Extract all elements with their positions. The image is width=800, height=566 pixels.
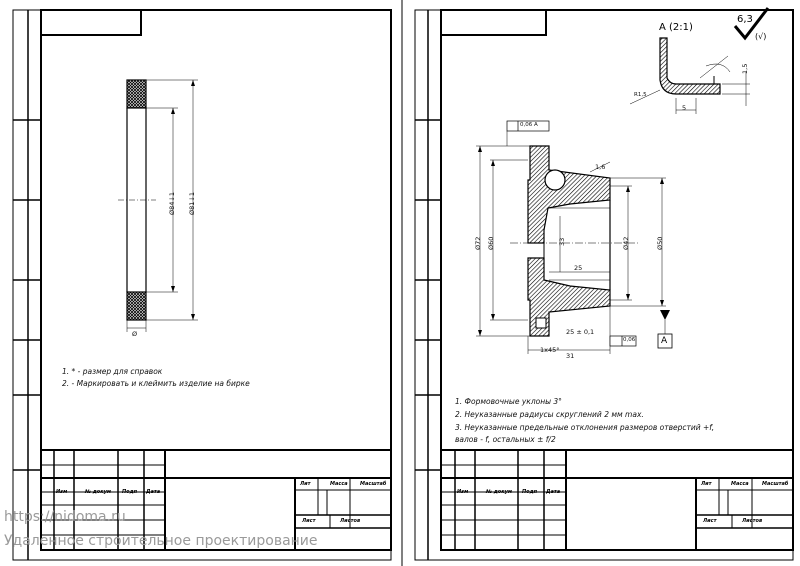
dim-tolerance: 0,06 xyxy=(623,337,636,343)
roughness-suffix: (√) xyxy=(755,32,767,41)
detail-dim-15: 1,5 xyxy=(741,63,749,74)
left-tb-scale: Масштаб xyxy=(360,481,387,487)
dim-31: 31 xyxy=(566,352,575,360)
flange-part xyxy=(476,120,673,354)
right-note-1: 1. Формовочные уклоны 3° xyxy=(455,397,562,406)
datum-label: A xyxy=(661,336,668,346)
dim-25: 25 xyxy=(574,264,583,272)
right-tb-doc: № докум xyxy=(486,489,512,495)
watermark-tagline: Удаленное строительное проектирование xyxy=(4,533,318,549)
left-dim-outer: Ø81↓1 xyxy=(188,192,196,215)
left-tb-izm: Изм xyxy=(56,489,68,495)
dim-d50: Ø50 xyxy=(656,236,664,250)
dim-25-tol: 25 ± 0,1 xyxy=(566,328,595,336)
detail-dim-r: R1,5 xyxy=(634,92,647,98)
right-tb-lit: Лит xyxy=(701,481,712,487)
dim-d60: Ø60 xyxy=(487,236,495,250)
right-tb-date: Дата xyxy=(546,489,561,495)
left-dim-width: Ø xyxy=(132,330,138,338)
right-tb-scale: Масштаб xyxy=(762,481,789,487)
dim-d42: Ø42 xyxy=(622,236,630,250)
left-tb-doc: № докум xyxy=(85,489,111,495)
left-tb-mass: Масса xyxy=(330,481,348,487)
left-note-1: 1. * - размер для справок xyxy=(62,367,163,376)
left-tb-sign: Подп xyxy=(122,489,138,495)
right-note-4: валов - f, остальных ± f/2 xyxy=(455,435,556,444)
right-tb-mass: Масса xyxy=(731,481,749,487)
left-tb-lit: Лит xyxy=(300,481,311,487)
right-tb-izm: Изм xyxy=(457,489,469,495)
right-note-2: 2. Неуказанные радиусы скруглений 2 мм m… xyxy=(455,410,644,419)
right-tb-sheet: Лист xyxy=(703,518,717,524)
right-tb-sign: Подп xyxy=(522,489,538,495)
right-sheet-frame xyxy=(414,9,794,561)
watermark-url[interactable]: https://nidoma.ru xyxy=(4,509,126,525)
ring-part xyxy=(118,79,198,332)
detail-a-label: A (2:1) xyxy=(659,22,693,33)
roughness-value: 6,3 xyxy=(737,14,753,25)
left-tb-sheet: Лист xyxy=(302,518,316,524)
detail-dim-5: 5 xyxy=(682,104,687,112)
dim-chamfer: 1х45° xyxy=(540,346,560,354)
dim-tolerance-top: 0,06 A xyxy=(520,122,538,128)
left-tb-date: Дата xyxy=(146,489,161,495)
dim-d72: Ø72 xyxy=(474,236,482,250)
roughness-checkmark xyxy=(733,7,770,41)
right-tb-sheets: Листов xyxy=(742,518,763,524)
left-note-2: 2. - Маркировать и клеймить изделие на б… xyxy=(62,379,250,388)
left-dim-inner: Ø84↓1 xyxy=(168,192,176,215)
left-sheet-frame xyxy=(12,9,392,561)
dim-roughness-16: 1,6 xyxy=(595,163,606,171)
detail-a-view xyxy=(629,37,750,114)
dim-33: 33 xyxy=(558,237,566,246)
right-note-3: 3. Неуказанные предельные отклонения раз… xyxy=(455,423,715,432)
left-tb-sheets: Листов xyxy=(340,518,361,524)
